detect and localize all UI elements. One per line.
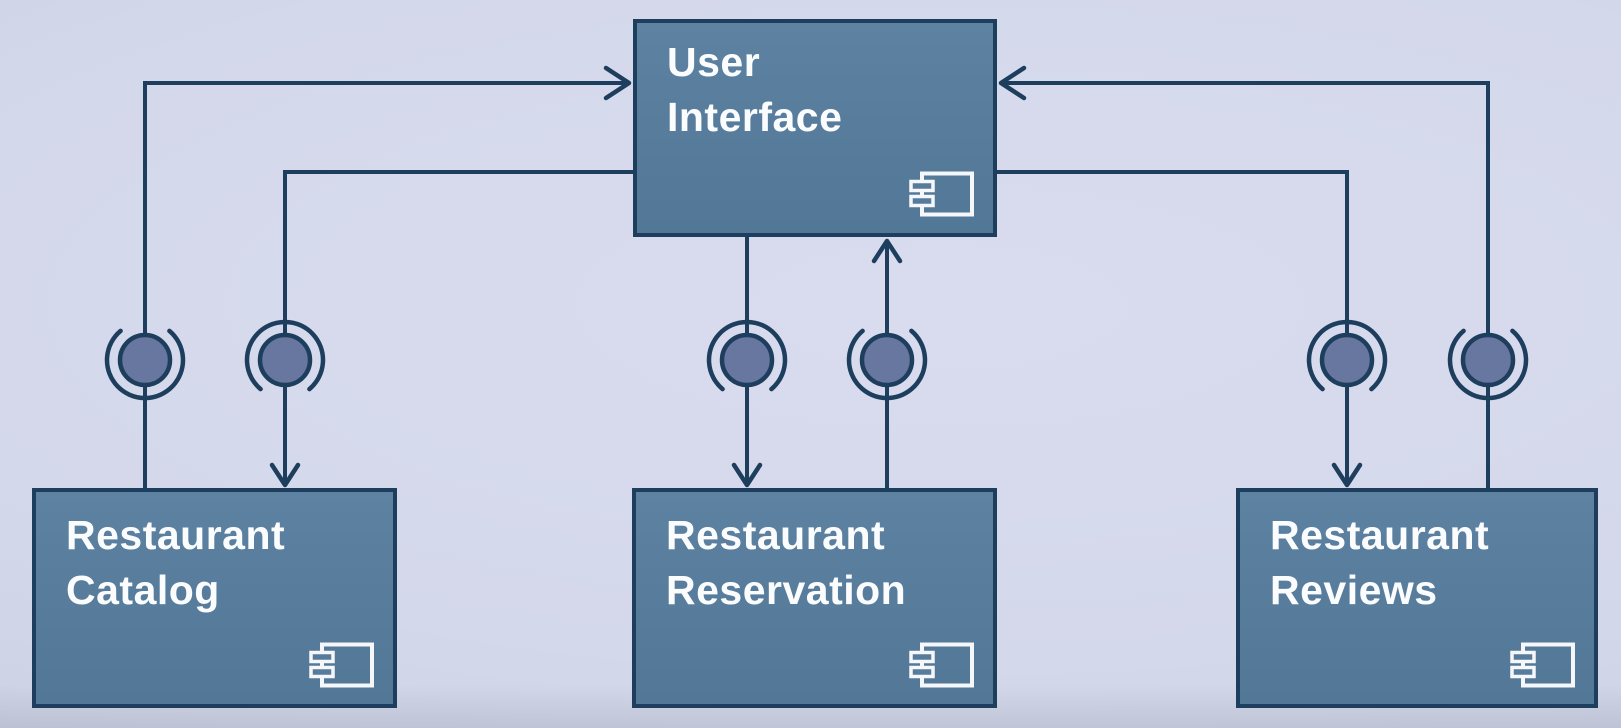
component-restaurant-reviews: Restaurant Reviews bbox=[1236, 488, 1598, 708]
component-icon bbox=[309, 642, 374, 688]
ball-socket-interface-icon bbox=[1447, 328, 1529, 401]
component-icon bbox=[909, 171, 974, 217]
arrowhead-down-icon bbox=[1331, 462, 1363, 488]
ball-socket-interface-icon bbox=[846, 328, 928, 401]
component-icon bbox=[1510, 642, 1575, 688]
ball-socket-interface-icon bbox=[244, 319, 326, 392]
component-icon bbox=[909, 642, 974, 688]
arrowhead-down-icon bbox=[731, 462, 763, 488]
arrowhead-up-icon bbox=[871, 238, 903, 264]
component-label: User Interface bbox=[667, 39, 843, 140]
component-label: Restaurant Reviews bbox=[1270, 512, 1490, 613]
connector-reviews-to-ui bbox=[998, 65, 1490, 488]
ball-socket-interface-icon bbox=[1306, 319, 1388, 392]
arrowhead-right-icon bbox=[603, 65, 632, 101]
connector-catalog-to-ui bbox=[143, 65, 632, 488]
component-user-interface: User Interface bbox=[633, 19, 997, 237]
component-restaurant-catalog: Restaurant Catalog bbox=[32, 488, 397, 708]
arrowhead-down-icon bbox=[269, 462, 301, 488]
ball-socket-interface-icon bbox=[104, 328, 186, 401]
connector-ui-to-catalog bbox=[269, 170, 633, 488]
component-label: Restaurant Catalog bbox=[66, 512, 286, 613]
ball-socket-interface-icon bbox=[706, 319, 788, 392]
arrowhead-left-icon bbox=[998, 65, 1027, 101]
connector-ui-to-reviews bbox=[997, 170, 1363, 488]
component-label: Restaurant Reservation bbox=[666, 512, 907, 613]
component-restaurant-reservation: Restaurant Reservation bbox=[632, 488, 997, 708]
